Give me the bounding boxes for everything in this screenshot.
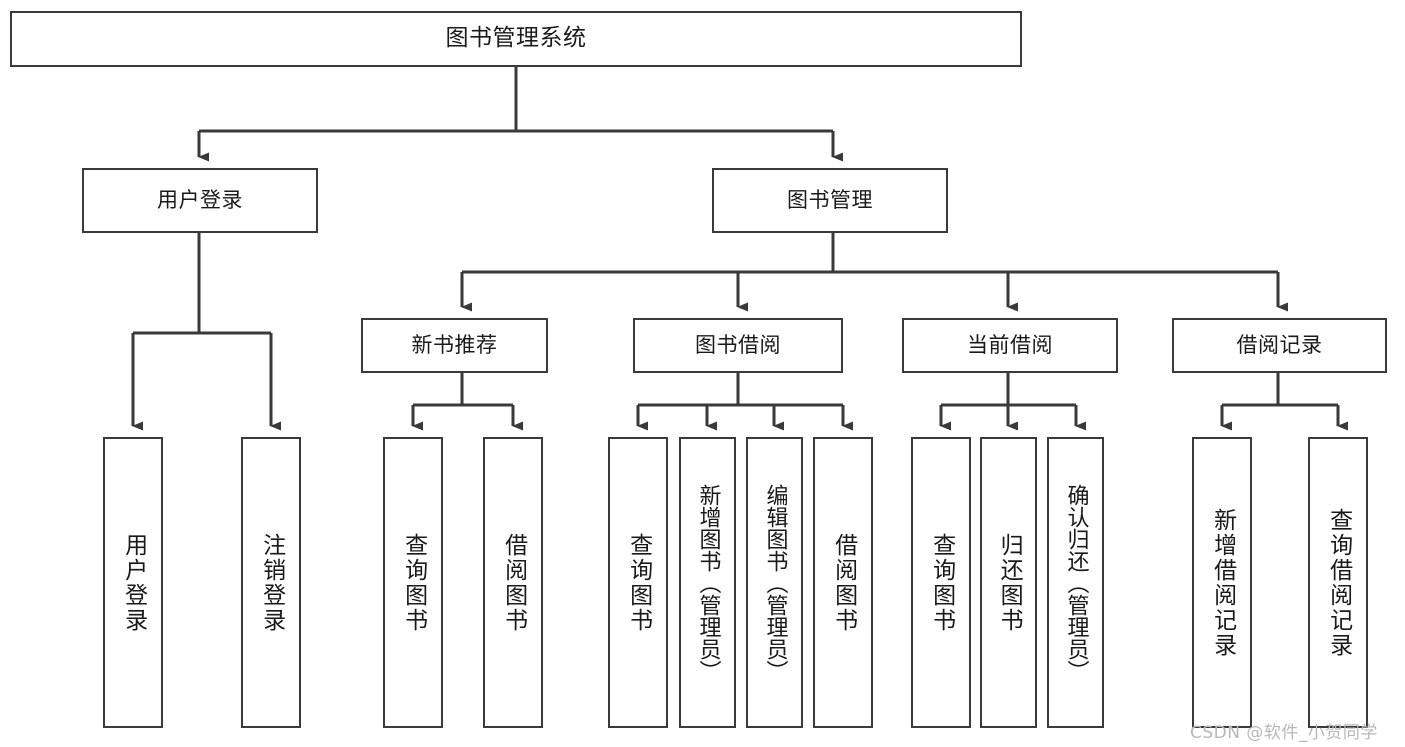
node-label: 查询借阅记录 (1325, 507, 1352, 658)
node-leaf-query-book-newbook[interactable]: 查询图书 (383, 437, 443, 728)
node-label: 新增图书（管理员） (695, 483, 721, 682)
node-label: 确认归还（管理员） (1063, 483, 1089, 682)
node-label: 用户登录 (120, 532, 147, 633)
node-label: 新书推荐 (411, 332, 498, 357)
node-label: 查询图书 (625, 532, 652, 633)
node-leaf-edit-book-admin[interactable]: 编辑图书（管理员） (746, 437, 803, 728)
node-leaf-borrow-book[interactable]: 借阅图书 (813, 437, 873, 728)
node-book-management[interactable]: 图书管理 (712, 168, 948, 233)
node-leaf-borrow-book-newbook[interactable]: 借阅图书 (483, 437, 543, 728)
node-leaf-return-book[interactable]: 归还图书 (980, 437, 1037, 728)
node-leaf-query-borrow-record[interactable]: 查询借阅记录 (1308, 437, 1368, 728)
node-label: 用户登录 (157, 187, 243, 212)
node-label: 新增借阅记录 (1209, 507, 1236, 658)
node-leaf-query-book-borrow[interactable]: 查询图书 (608, 437, 668, 728)
node-new-book-recommend[interactable]: 新书推荐 (361, 318, 548, 373)
csdn-watermark: CSDN @软件_小贺同学 (1190, 723, 1378, 743)
node-leaf-add-borrow-record[interactable]: 新增借阅记录 (1192, 437, 1252, 728)
node-label: 图书借阅 (695, 332, 781, 357)
node-label: 编辑图书（管理员） (762, 483, 788, 682)
node-leaf-user-login[interactable]: 用户登录 (103, 437, 163, 728)
node-borrow-record[interactable]: 借阅记录 (1172, 318, 1387, 373)
node-label: 借阅记录 (1236, 332, 1323, 357)
node-label: 归还图书 (996, 532, 1023, 633)
node-leaf-logout[interactable]: 注销登录 (241, 437, 301, 728)
node-label: 当前借阅 (967, 332, 1053, 357)
node-label: 借阅图书 (830, 532, 857, 633)
node-root-book-management-system[interactable]: 图书管理系统 (10, 11, 1022, 67)
node-label: 图书管理系统 (445, 25, 587, 52)
node-label: 借阅图书 (500, 532, 527, 633)
node-leaf-add-book-admin[interactable]: 新增图书（管理员） (679, 437, 736, 728)
node-current-borrow[interactable]: 当前借阅 (902, 318, 1118, 373)
node-label: 查询图书 (400, 532, 427, 633)
node-label: 查询图书 (928, 532, 955, 633)
node-book-borrow[interactable]: 图书借阅 (633, 318, 843, 373)
node-leaf-confirm-return-admin[interactable]: 确认归还（管理员） (1047, 437, 1104, 728)
node-user-login[interactable]: 用户登录 (82, 168, 318, 233)
node-leaf-query-book-current[interactable]: 查询图书 (911, 437, 971, 728)
node-label: 图书管理 (787, 187, 873, 212)
node-label: 注销登录 (258, 532, 285, 633)
